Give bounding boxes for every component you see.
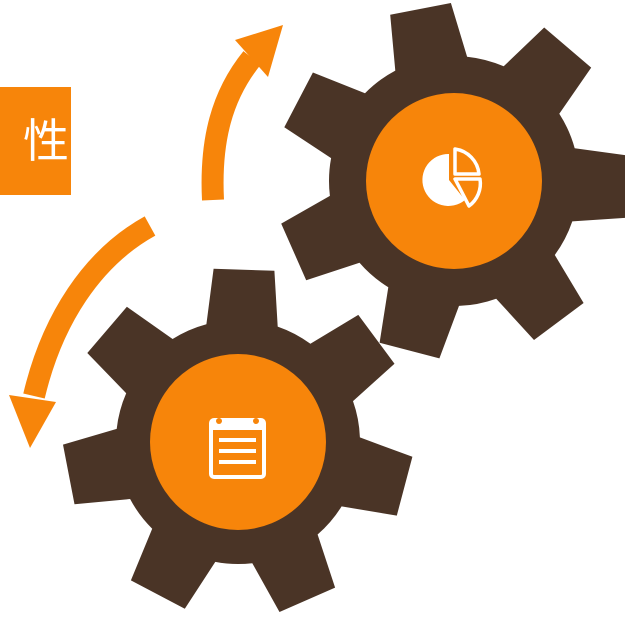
label-text: 性 [23, 114, 69, 168]
document-list-icon [209, 418, 266, 479]
pie-chart-icon [422, 147, 483, 208]
label-box: 性 [0, 87, 71, 195]
arrow-down-icon [9, 216, 156, 448]
arrow-up-icon [201, 25, 283, 201]
gear-top [281, 3, 625, 359]
